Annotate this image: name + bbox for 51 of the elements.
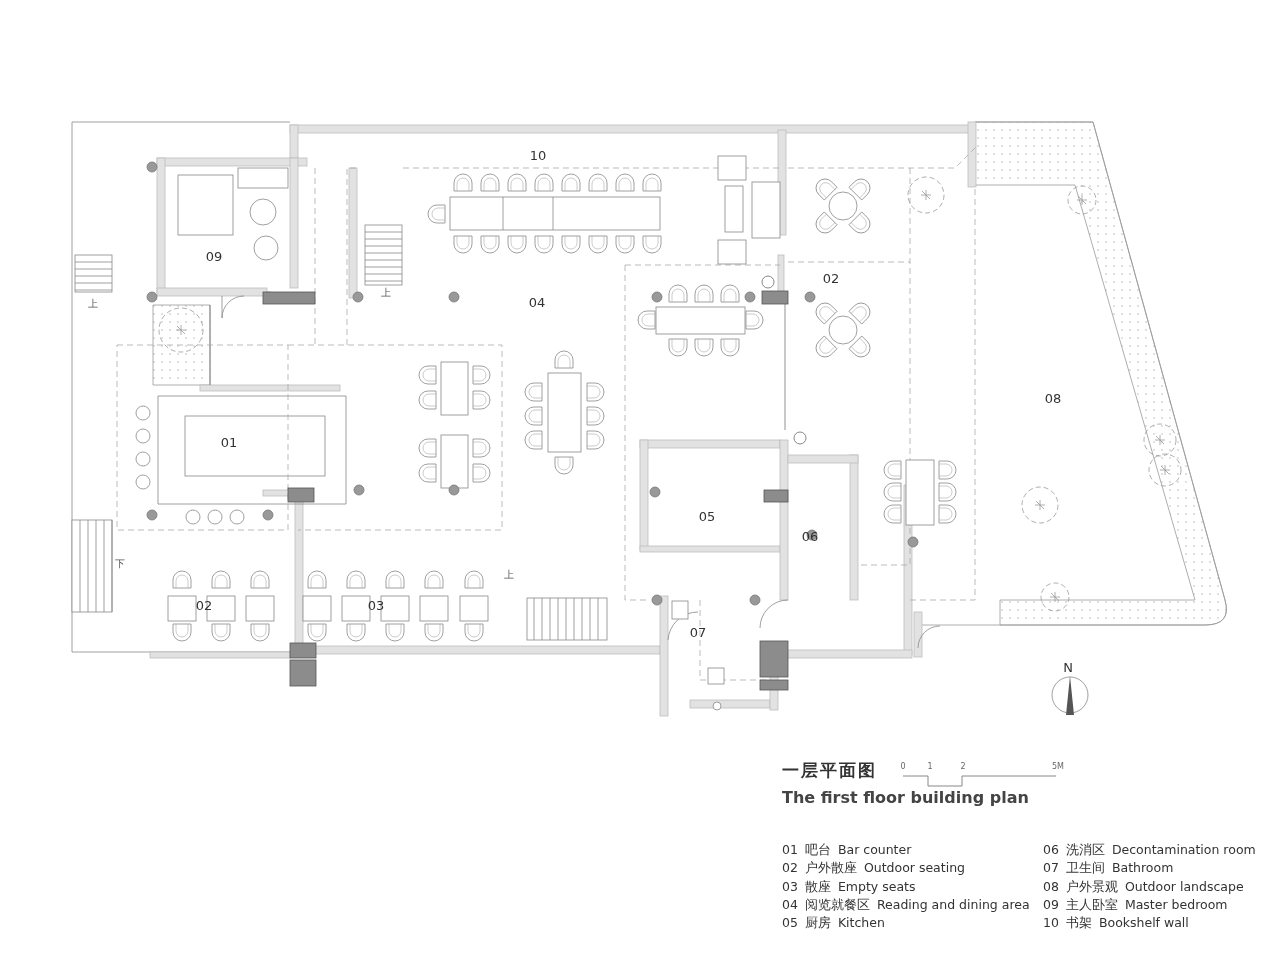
legend-label-english: Outdoor seating	[863, 860, 965, 876]
plan-title: 一层平面图	[782, 762, 877, 779]
scale-label: 2	[960, 763, 966, 771]
legend-label-english: Bathroom	[1111, 860, 1174, 876]
legend-label-chinese: 户外散座	[804, 860, 857, 878]
legend-number: 09	[1043, 896, 1059, 912]
room-number: 02	[195, 598, 213, 612]
stair-direction-label: 下	[115, 559, 125, 569]
scale-label: 1	[927, 763, 933, 771]
legend-number: 10	[1043, 915, 1059, 931]
legend-label-english: Outdoor landscape	[1124, 878, 1244, 894]
legend-label-chinese: 卫生间	[1065, 860, 1105, 878]
legend-number: 06	[1043, 842, 1059, 857]
scale-label: 0	[900, 763, 906, 771]
legend-number: 07	[1043, 860, 1059, 876]
legend-label-english: Reading and dining area	[876, 896, 1030, 912]
room-number: 02	[822, 271, 840, 285]
legend-label-chinese: 吧台	[804, 842, 831, 859]
legend-label-chinese: 主人卧室	[1065, 896, 1118, 914]
legend-label-english: Master bedroom	[1124, 896, 1228, 912]
legend-number: 05	[782, 915, 798, 931]
legend-label-english: Bar counter	[837, 842, 912, 857]
legend-label-chinese: 洗消区	[1065, 842, 1105, 859]
room-number: 04	[528, 295, 546, 309]
legend-number: 04	[782, 896, 798, 912]
room-number: 09	[205, 249, 223, 263]
legend-label-english: Kitchen	[837, 915, 885, 931]
scale-label: 5M	[1052, 763, 1064, 771]
legend-number: 02	[782, 860, 798, 876]
legend-number: 01	[782, 842, 798, 857]
legend-label-chinese: 厨房	[804, 915, 831, 933]
legend-label-chinese: 户外景观	[1065, 878, 1118, 896]
legend-label-chinese: 散座	[804, 878, 831, 896]
room-number: 10	[529, 148, 547, 162]
room-number: 03	[367, 598, 385, 612]
north-label: N	[1063, 660, 1073, 674]
legend-label-english: Decontamination room	[1111, 842, 1256, 857]
legend-label-english: Bookshelf wall	[1098, 915, 1189, 931]
room-number: 05	[698, 509, 716, 523]
legend-label-chinese: 阅览就餐区	[804, 896, 870, 914]
plan-subtitle: The first floor building plan	[782, 790, 1029, 806]
legend-number: 03	[782, 878, 798, 894]
room-number: 01	[220, 435, 238, 449]
legend-label-english: Empty seats	[837, 878, 916, 894]
stair-direction-label: 上	[88, 299, 98, 309]
stair-direction-label: 上	[381, 288, 391, 298]
legend-number: 08	[1043, 878, 1059, 894]
stair-direction-label: 上	[504, 570, 514, 580]
room-number: 08	[1044, 391, 1062, 405]
room-number: 07	[689, 625, 707, 639]
legend-label-chinese: 书架	[1065, 915, 1092, 933]
